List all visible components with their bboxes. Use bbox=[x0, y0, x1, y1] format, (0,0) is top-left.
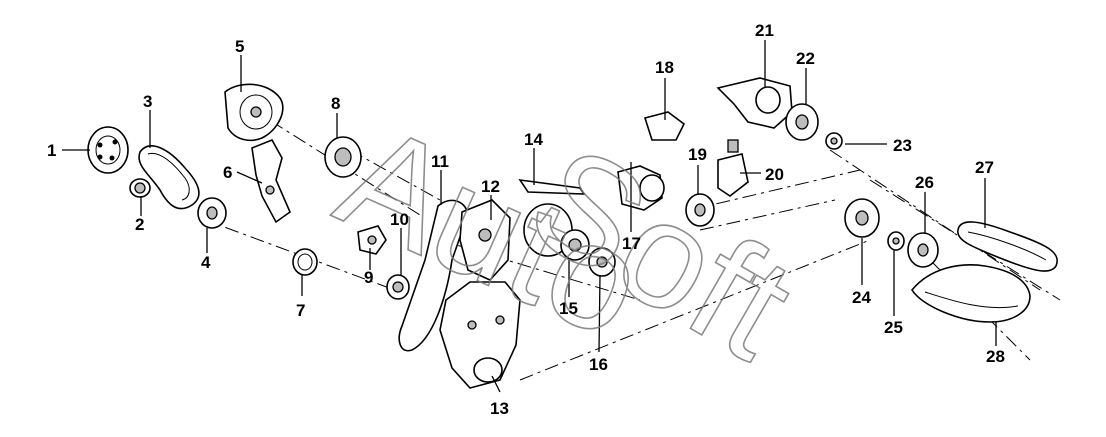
label-5: 5 bbox=[235, 37, 244, 56]
label-2: 2 bbox=[135, 215, 144, 234]
label-27: 27 bbox=[975, 158, 994, 177]
part-22-pulley bbox=[785, 103, 819, 141]
part-16-pulley bbox=[588, 247, 616, 277]
label-28: 28 bbox=[986, 347, 1005, 366]
label-6: 6 bbox=[223, 163, 232, 182]
part-27-v-belt bbox=[957, 221, 1058, 272]
part-5-timing-cover bbox=[224, 83, 284, 142]
part-labels: 1 2 3 4 5 6 7 8 9 10 11 12 13 14 15 16 1… bbox=[47, 21, 1005, 418]
part-24-crank-pulley bbox=[844, 198, 880, 238]
part-28-v-belt bbox=[911, 264, 1031, 323]
alignment-lines bbox=[199, 91, 1061, 381]
label-14: 14 bbox=[524, 130, 543, 149]
label-15: 15 bbox=[559, 299, 578, 318]
label-18: 18 bbox=[655, 58, 674, 77]
label-19: 19 bbox=[688, 145, 707, 164]
part-15-alternator bbox=[523, 203, 590, 261]
part-6-bracket bbox=[251, 138, 291, 224]
label-24: 24 bbox=[852, 288, 871, 307]
part-26-pulley bbox=[907, 232, 939, 268]
part-20-reservoir bbox=[717, 139, 749, 197]
part-25-nut bbox=[887, 231, 905, 251]
label-8: 8 bbox=[331, 94, 340, 113]
watermark-word-2: Soft bbox=[504, 112, 819, 391]
part-12-cover bbox=[459, 199, 511, 281]
label-10: 10 bbox=[390, 210, 409, 229]
label-22: 22 bbox=[796, 49, 815, 68]
part-3-belt bbox=[138, 145, 200, 210]
part-11-timing-belt bbox=[398, 199, 469, 352]
part-10-gear bbox=[386, 274, 410, 300]
part-19-pulley bbox=[685, 193, 715, 227]
label-11: 11 bbox=[431, 152, 449, 171]
label-12: 12 bbox=[481, 177, 500, 196]
label-25: 25 bbox=[884, 318, 903, 337]
label-4: 4 bbox=[201, 253, 211, 272]
label-20: 20 bbox=[765, 165, 784, 184]
label-17: 17 bbox=[622, 234, 641, 253]
part-14-bracket-arm bbox=[518, 178, 586, 195]
part-7-gear bbox=[292, 248, 318, 276]
part-2-roller bbox=[129, 178, 151, 198]
label-9: 9 bbox=[364, 268, 373, 287]
label-3: 3 bbox=[143, 92, 152, 111]
part-23-nut bbox=[825, 132, 843, 150]
label-16: 16 bbox=[589, 355, 608, 374]
part-18-bracket bbox=[643, 111, 686, 141]
part-8-camshaft-pulley bbox=[324, 136, 362, 178]
part-9-tensioner bbox=[357, 225, 387, 255]
label-1: 1 bbox=[47, 141, 56, 160]
label-7: 7 bbox=[296, 301, 305, 320]
label-26: 26 bbox=[915, 173, 934, 192]
part-17-pump bbox=[617, 165, 665, 211]
leader-lines bbox=[62, 40, 997, 393]
part-1-drive-pulley bbox=[87, 126, 129, 174]
part-4-idler-pulley bbox=[197, 197, 227, 229]
label-21: 21 bbox=[755, 21, 774, 40]
label-13: 13 bbox=[490, 399, 509, 418]
label-23: 23 bbox=[893, 136, 912, 155]
part-21-steering-pump bbox=[716, 77, 793, 129]
watermark: Auto Soft bbox=[316, 90, 820, 392]
part-13-lower-cover bbox=[439, 281, 521, 389]
